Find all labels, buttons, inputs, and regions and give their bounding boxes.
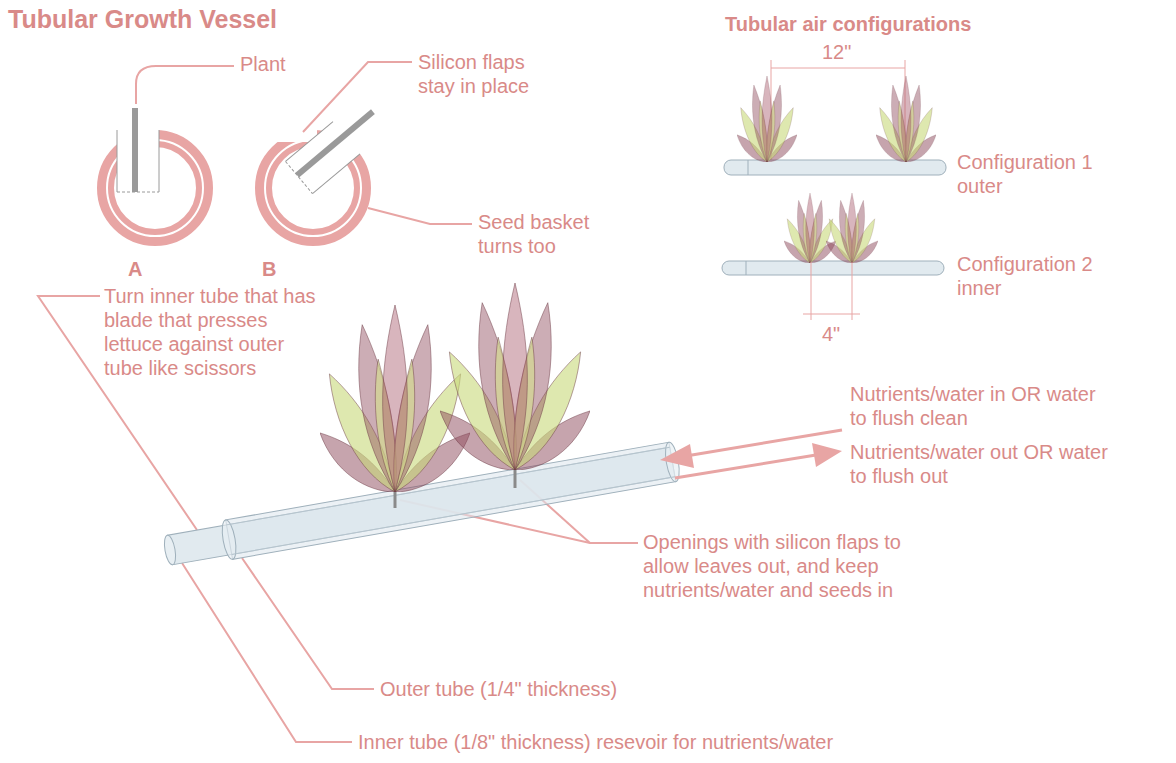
dimension-label: 12" [822, 40, 872, 64]
arrow-head [660, 444, 694, 468]
section-a [102, 108, 209, 242]
flow-label: Nutrients/water out OR water to flush ou… [850, 440, 1110, 488]
lettuce [737, 76, 797, 162]
leader-line [368, 208, 472, 224]
figure-label: B [262, 257, 292, 281]
flow-label: Nutrients/water in OR water to flush cle… [850, 382, 1110, 430]
figure-label: A [128, 257, 158, 281]
callout-label: Seed basket turns too [478, 210, 628, 258]
arrow-head [812, 443, 842, 467]
lettuce [826, 193, 878, 263]
callout-label: Inner tube (1/8" thickness) resevoir for… [358, 730, 978, 754]
dimension-line [852, 262, 853, 320]
tube-seam [748, 160, 749, 175]
basket-wall [286, 122, 333, 162]
configuration-label: Configuration 1 outer [957, 150, 1132, 198]
configuration-label: Configuration 2 inner [957, 252, 1132, 300]
lettuce [784, 193, 836, 263]
dimension-line [811, 262, 812, 320]
flow-arrows [660, 430, 842, 478]
lettuce [876, 76, 936, 162]
plant-stem [295, 109, 375, 177]
callout-label: Plant [240, 52, 360, 76]
plant-stem [132, 108, 138, 192]
dimension-line [803, 314, 860, 315]
leader-line [38, 296, 197, 530]
tube-seam [746, 261, 747, 275]
callout-label: Turn inner tube that has blade that pres… [104, 284, 316, 380]
leader-line [136, 66, 234, 104]
basket-wall [159, 130, 160, 192]
flow-arrow [675, 455, 816, 478]
basket-wall [117, 130, 118, 192]
leader-line [303, 62, 412, 132]
leader-line [182, 563, 352, 742]
section-b [260, 98, 389, 242]
leader-lines [38, 62, 638, 742]
configuration-1 [724, 60, 946, 175]
callout-label: Openings with silicon flaps to allow lea… [643, 530, 943, 602]
dimension-label: 4" [822, 322, 862, 346]
callout-label: Outer tube (1/4" thickness) [380, 677, 780, 701]
diagram-title: Tubular Growth Vessel [8, 4, 277, 34]
tube [722, 261, 944, 275]
configuration-2 [722, 193, 944, 320]
flap-gap [275, 126, 317, 142]
dimension-line [771, 68, 905, 69]
callout-label: Silicon flaps stay in place [418, 50, 558, 98]
tube [724, 160, 946, 175]
lettuce [440, 283, 590, 470]
lettuce [320, 305, 470, 492]
inner-tube-edge [232, 477, 675, 555]
section-heading: Tubular air configurations [725, 12, 1045, 36]
leader-line [242, 558, 374, 689]
tube-end [162, 534, 177, 565]
